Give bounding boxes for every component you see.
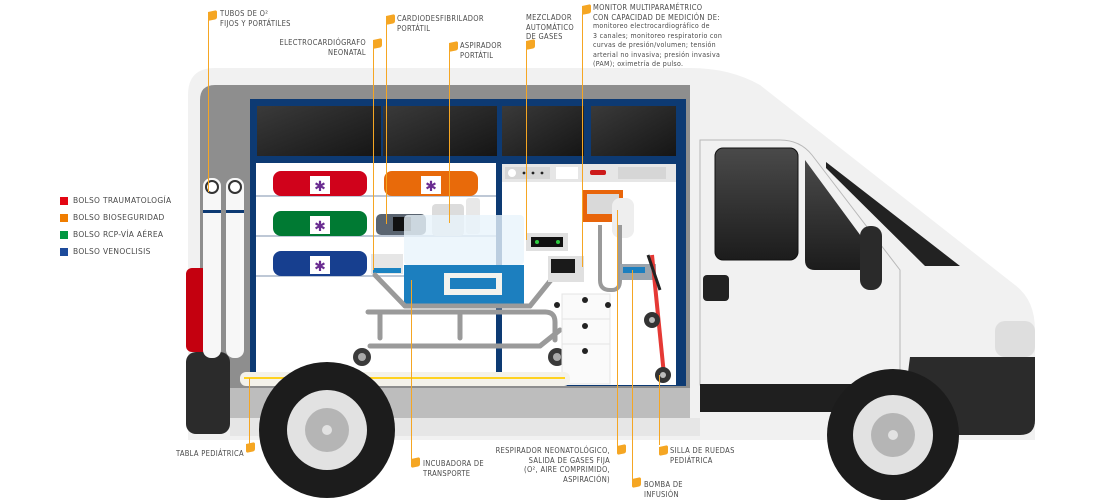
legend-label: BOLSO VENOCLISIS bbox=[73, 247, 151, 256]
silla-ruedas bbox=[644, 254, 671, 383]
leader-line bbox=[582, 7, 583, 267]
leader-line bbox=[617, 210, 618, 450]
legend-swatch bbox=[60, 230, 68, 239]
leader-line bbox=[208, 14, 209, 192]
label-tubos-o2: TUBOS DE O² FIJOS Y PORTÁTILES bbox=[220, 9, 291, 28]
leader-line bbox=[449, 43, 450, 223]
interior: ✱ ✱ ✱ ✱ bbox=[203, 99, 686, 386]
label-silla-ruedas: SILLA DE RUEDAS PEDIÁTRICA bbox=[670, 446, 735, 465]
cabinet bbox=[257, 106, 381, 156]
legend-swatch bbox=[60, 196, 68, 205]
legend-label: BOLSO BIOSEGURIDAD bbox=[73, 213, 165, 222]
svg-text:✱: ✱ bbox=[314, 179, 326, 195]
legend-item-venoclisis: BOLSO VENOCLISIS bbox=[60, 243, 171, 260]
cab-window bbox=[714, 147, 799, 261]
leader-line bbox=[659, 375, 660, 445]
svg-text:✱: ✱ bbox=[314, 259, 326, 275]
bag-legend: BOLSO TRAUMATOLOGÍA BOLSO BIOSEGURIDAD B… bbox=[60, 192, 171, 260]
door-handle bbox=[703, 275, 729, 301]
cabinet bbox=[383, 106, 497, 156]
rear-wheel bbox=[259, 362, 395, 498]
label-electrocardiografo: ELECTROCARDIÓGRAFO NEONATAL bbox=[279, 38, 366, 57]
label-tabla-pediatrica: TABLA PEDIÁTRICA bbox=[176, 449, 244, 458]
windshield bbox=[826, 162, 960, 266]
leader-line bbox=[526, 42, 527, 240]
label-cardiodesfibrilador: CARDIODESFIBRILADOR PORTÁTIL bbox=[397, 14, 484, 33]
legend-item-rcp-via-aerea: BOLSO RCP-VÍA AÉREA bbox=[60, 226, 171, 243]
bag-venoclisis: ✱ bbox=[273, 251, 367, 276]
front-wheel bbox=[827, 369, 959, 500]
side-mirror bbox=[860, 226, 882, 290]
bag-bioseguridad: ✱ bbox=[384, 171, 478, 196]
svg-text:✱: ✱ bbox=[425, 179, 437, 195]
leader-line bbox=[386, 17, 387, 224]
rear-bumper bbox=[186, 352, 230, 434]
bag-traumatologia: ✱ bbox=[273, 171, 367, 196]
svg-text:✱: ✱ bbox=[314, 219, 326, 235]
legend-swatch bbox=[60, 247, 68, 256]
leader-line bbox=[632, 270, 633, 480]
incubadora bbox=[404, 215, 524, 305]
van-cab bbox=[699, 139, 1035, 435]
cabinet bbox=[591, 106, 676, 156]
legend-label: BOLSO TRAUMATOLOGÍA bbox=[73, 196, 172, 205]
label-monitor-desc: monitoreo electrocardiográfico de 3 cana… bbox=[593, 22, 723, 68]
legend-item-traumatologia: BOLSO TRAUMATOLOGÍA bbox=[60, 192, 171, 209]
headlight bbox=[995, 321, 1035, 357]
cabinet bbox=[502, 106, 584, 156]
legend-label: BOLSO RCP-VÍA AÉREA bbox=[73, 230, 164, 239]
leader-line bbox=[249, 378, 250, 448]
legend-item-bioseguridad: BOLSO BIOSEGURIDAD bbox=[60, 209, 171, 226]
legend-swatch bbox=[60, 213, 68, 222]
label-respirador: RESPIRADOR NEONATOLÓGICO, SALIDA DE GASE… bbox=[495, 446, 610, 484]
leader-line bbox=[373, 40, 374, 270]
stretcher bbox=[365, 272, 563, 349]
leader-line bbox=[411, 280, 412, 460]
label-bomba-infusion: BOMBA DE INFUSIÓN bbox=[644, 480, 683, 499]
bag-rcp-via-aerea: ✱ bbox=[273, 211, 367, 236]
tail-light bbox=[186, 268, 208, 352]
label-incubadora: INCUBADORA DE TRANSPORTE bbox=[423, 459, 484, 478]
label-monitor-title: MONITOR MULTIPARAMÉTRICO CON CAPACIDAD D… bbox=[593, 3, 720, 22]
label-mezclador: MEZCLADOR AUTOMÁTICO DE GASES bbox=[526, 13, 574, 41]
label-aspirador: ASPIRADOR PORTÁTIL bbox=[460, 41, 502, 60]
oxygen-tanks bbox=[203, 178, 244, 358]
